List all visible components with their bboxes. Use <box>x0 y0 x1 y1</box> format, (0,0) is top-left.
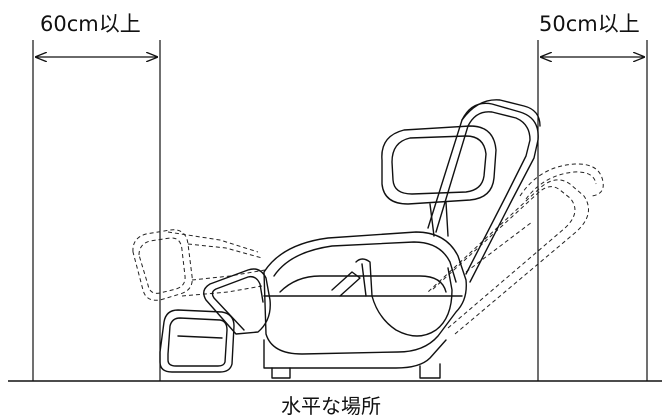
rear-clearance-label: 50cm以上 <box>539 12 640 36</box>
raised-footrest-outline <box>132 229 266 301</box>
foot-unit <box>159 309 235 373</box>
massage-chair <box>159 99 541 379</box>
rear-clearance-guide <box>537 40 648 381</box>
backrest-frame <box>427 102 539 283</box>
seat-cushion <box>279 275 447 293</box>
air-tube <box>355 258 453 337</box>
front-clearance-guide <box>32 40 161 381</box>
reclined-backrest-outline <box>427 163 604 335</box>
body-shell <box>263 231 467 355</box>
base-frame <box>263 339 447 369</box>
front-clearance-label: 60cm以上 <box>40 12 141 36</box>
headrest <box>381 125 497 205</box>
floor-label: 水平な場所 <box>281 394 381 418</box>
legrest <box>203 268 271 335</box>
